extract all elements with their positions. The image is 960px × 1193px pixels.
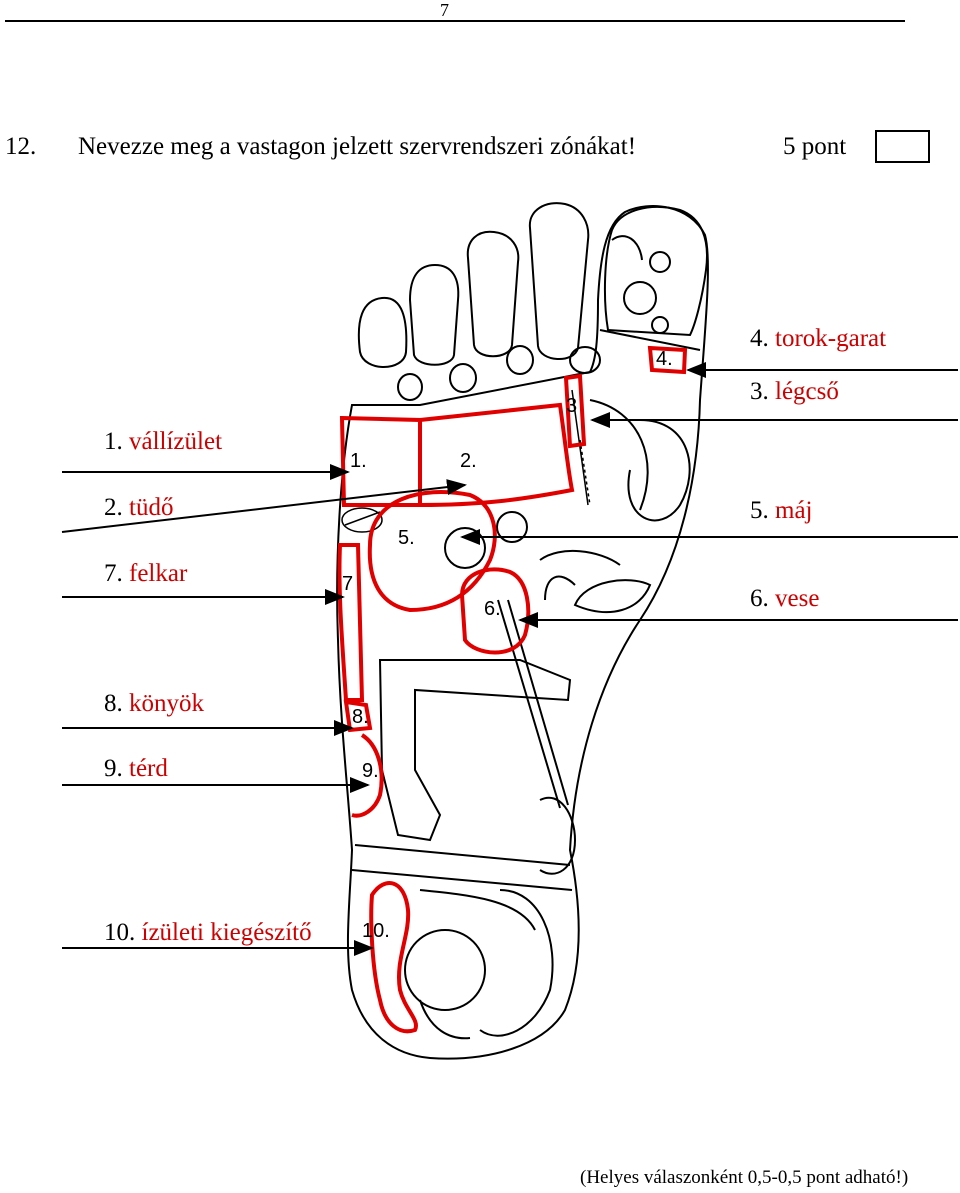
toe-joint: [570, 347, 600, 373]
label-7: 7. felkar: [104, 560, 187, 588]
toe-joint: [450, 364, 476, 392]
label-1: 1. vállízület: [104, 428, 222, 456]
toe-5: [359, 298, 407, 367]
label-5: 5. máj: [750, 497, 813, 525]
fig-num-7: 7: [342, 573, 353, 596]
zone-7-upper-arm: [339, 545, 362, 700]
fig-num-2: 2.: [460, 450, 477, 473]
label-9: 9. térd: [104, 755, 168, 783]
toe-joint: [507, 346, 533, 374]
label-3: 3. légcső: [750, 378, 839, 406]
label-2: 2. tüdő: [104, 494, 173, 522]
fig-num-8: 8.: [352, 706, 369, 729]
fig-num-3: 3: [566, 395, 577, 418]
fig-num-1: 1.: [350, 450, 367, 473]
label-10: 10. ízületi kiegészítő: [104, 919, 312, 947]
fig-num-10: 10.: [362, 920, 390, 943]
toe-2: [530, 203, 588, 359]
fig-num-6: 6.: [484, 598, 501, 621]
scoring-note: (Helyes válaszonként 0,5-0,5 pont adható…: [580, 1167, 908, 1189]
foot-outline: [337, 206, 708, 1059]
toe-joint: [398, 374, 422, 400]
label-4: 4. torok-garat: [750, 325, 886, 353]
fig-num-9: 9.: [362, 760, 379, 783]
toe-4: [410, 265, 458, 365]
zone-10-joint-supplement: [371, 883, 416, 1031]
zone-5-liver: [370, 492, 495, 610]
fig-num-4: 4.: [656, 348, 673, 371]
label-6: 6. vese: [750, 585, 819, 613]
toe-3: [468, 232, 519, 357]
fig-num-5: 5.: [398, 527, 415, 550]
label-8: 8. könyök: [104, 690, 204, 718]
